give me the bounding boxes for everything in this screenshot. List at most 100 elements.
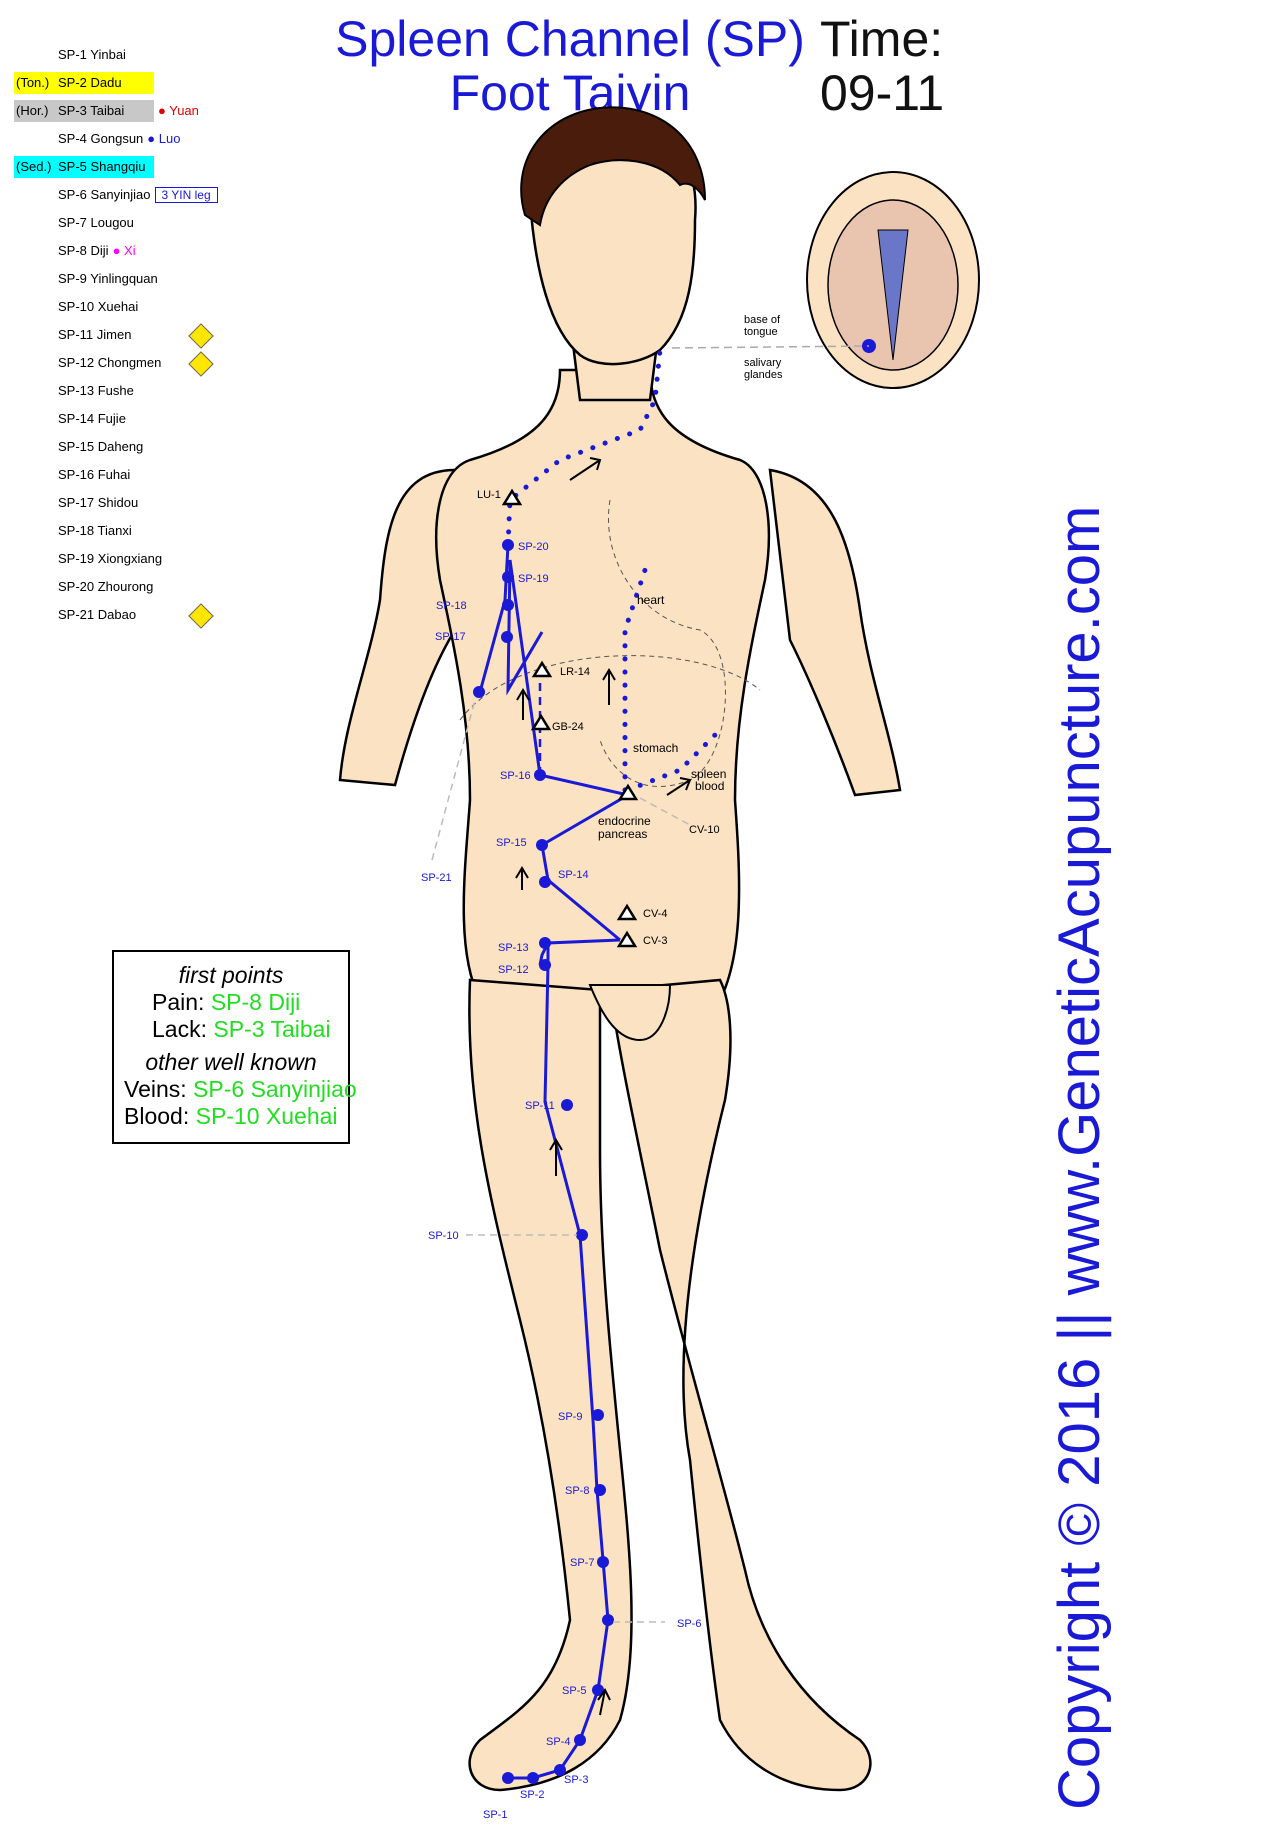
label-sp4: SP-4 (546, 1736, 570, 1748)
label-sp1: SP-1 (483, 1809, 507, 1821)
point-sp21 (473, 686, 485, 698)
point-name: SP-21 Dabao (58, 607, 137, 622)
point-name: SP-3 Taibai (58, 103, 125, 118)
label-sp21: SP-21 (421, 872, 452, 884)
point-sp4 (574, 1734, 586, 1746)
point-name: SP-15 Daheng (58, 439, 144, 454)
channel-dotted-paths (505, 347, 723, 793)
point-list-item: SP-20 Zhourong (14, 576, 153, 598)
point-name: SP-14 Fujie (58, 411, 126, 426)
time-value: 09-11 (820, 65, 945, 121)
point-label-wrap: SP-17 Shidou (14, 492, 138, 514)
legend-lack-value: SP-3 Taibai (213, 1016, 331, 1042)
tongue-leader-line (671, 345, 870, 349)
label-sp10: SP-10 (428, 1230, 459, 1242)
label-sp3: SP-3 (564, 1774, 588, 1786)
triangle-markers (501, 488, 639, 948)
label-gb24: GB-24 (552, 721, 584, 733)
legend-pain-value: SP-8 Diji (210, 989, 301, 1015)
point-sp1 (502, 1772, 514, 1784)
marker-cv4 (616, 903, 638, 921)
point-name: SP-9 Yinlingquan (58, 271, 158, 286)
point-sp7 (597, 1556, 609, 1568)
label-sp14: SP-14 (558, 869, 589, 881)
label-stomach: stomach (633, 741, 678, 755)
point-sp17 (501, 631, 513, 643)
point-note: Luo (158, 131, 181, 146)
marker-cv10 (617, 783, 639, 801)
label-cv4: CV-4 (643, 908, 667, 920)
point-list-item: SP-4 Gongsun● Luo (14, 128, 180, 150)
point-sp20 (502, 539, 514, 551)
diagram-title: Spleen Channel (SP) Foot Taiyin (330, 12, 810, 120)
label-lr14: LR-14 (560, 666, 590, 678)
point-sp11 (561, 1099, 573, 1111)
point-name: SP-20 Zhourong (58, 579, 154, 594)
label-blood: blood (695, 779, 724, 793)
legend-blood-label: Blood: (124, 1103, 190, 1129)
legend-lack-label: Lack: (152, 1016, 207, 1042)
hair-shape (520, 106, 706, 227)
point-name: SP-12 Chongmen (58, 355, 162, 370)
point-list-item: SP-7 Lougou (14, 212, 134, 234)
point-label-wrap: SP-14 Fujie (14, 408, 126, 430)
label-glandes: glandes (744, 369, 783, 381)
rib-outline (459, 655, 761, 721)
point-list-item: SP-17 Shidou (14, 492, 138, 514)
point-label-wrap: SP-4 Gongsun (14, 128, 143, 150)
point-list-item: SP-14 Fujie (14, 408, 126, 430)
label-endocrine: endocrine (598, 814, 651, 828)
label-sp8: SP-8 (565, 1485, 589, 1497)
point-name: SP-10 Xuehai (58, 299, 139, 314)
point-list-item: SP-9 Yinlingquan (14, 268, 158, 290)
marker-cv3 (616, 930, 638, 948)
label-base-of: base of (744, 314, 781, 326)
point-list-item: SP-10 Xuehai (14, 296, 138, 318)
label-sp12: SP-12 (498, 964, 529, 976)
point-label-wrap: (Hor.) SP-3 Taibai (14, 100, 154, 122)
point-sp10 (576, 1229, 588, 1241)
legend-veins-value: SP-6 Sanyinjiao (193, 1076, 357, 1102)
point-sp18 (502, 599, 514, 611)
body-silhouette (338, 113, 902, 1792)
label-sp15: SP-15 (496, 837, 527, 849)
point-name: SP-13 Fushe (58, 383, 134, 398)
point-list-item: (Sed.)SP-5 Shangqiu (14, 156, 154, 178)
point-name: SP-1 Yinbai (58, 47, 126, 62)
point-sp8 (594, 1484, 606, 1496)
legend-veins-label: Veins: (124, 1076, 187, 1102)
label-heart: heart (637, 593, 665, 607)
point-name: SP-2 Dadu (58, 75, 122, 90)
label-sp19: SP-19 (518, 573, 549, 585)
organ-outline (599, 499, 726, 787)
label-cv10: CV-10 (689, 824, 720, 836)
point-label-wrap: SP-19 Xiongxiang (14, 548, 162, 570)
point-name: SP-4 Gongsun (58, 131, 144, 146)
point-sp6 (602, 1614, 614, 1626)
point-label-wrap: SP-12 Chongmen (14, 352, 161, 374)
legend-pain-label: Pain: (152, 989, 205, 1015)
point-label-wrap: SP-8 Diji (14, 240, 109, 262)
point-name: SP-6 Sanyinjiao (58, 187, 151, 202)
point-sp13 (539, 937, 551, 949)
point-tag: (Hor.) (16, 103, 49, 118)
label-sp16: SP-16 (500, 770, 531, 782)
point-note-dot-icon: ● (112, 243, 125, 258)
point-sp14 (539, 876, 551, 888)
point-list-item: SP-19 Xiongxiang (14, 548, 162, 570)
point-list-item: SP-21 Dabao (14, 603, 214, 629)
label-sp2: SP-2 (520, 1789, 544, 1801)
organ-labels: heart stomach spleen blood endocrine pan… (598, 314, 783, 841)
point-name: SP-7 Lougou (58, 215, 134, 230)
label-tongue: tongue (744, 326, 778, 338)
point-sp2 (527, 1772, 539, 1784)
groin-shape (588, 984, 672, 1042)
point-sp19 (502, 571, 514, 583)
point-sp9 (592, 1409, 604, 1421)
mouth-inset (806, 171, 980, 389)
point-list-item: (Hor.)SP-3 Taibai● Yuan (14, 100, 199, 122)
marker-gb24 (530, 713, 552, 731)
marker-lr14 (531, 660, 553, 678)
point-label-wrap: SP-6 Sanyinjiao (14, 184, 151, 206)
